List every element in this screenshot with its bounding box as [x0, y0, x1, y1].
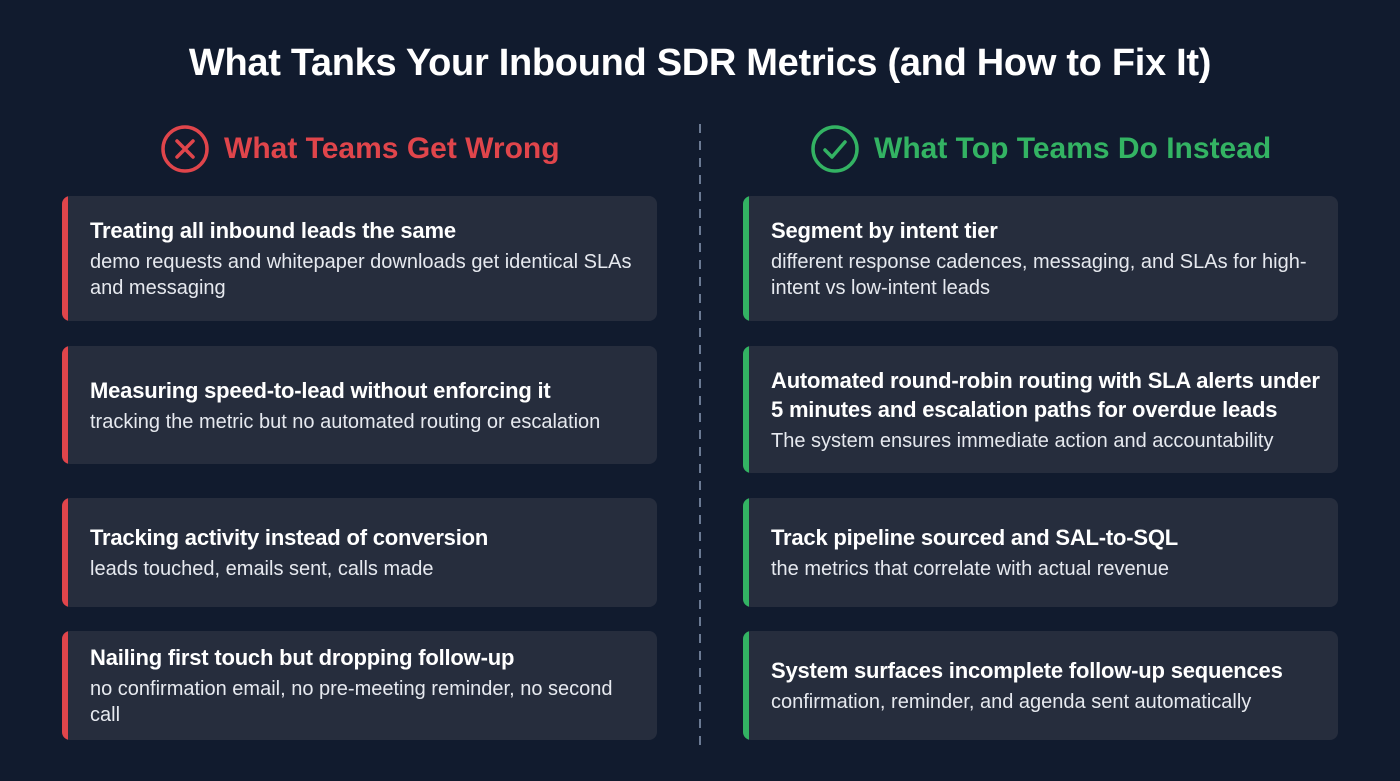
card-detail: leads touched, emails sent, calls made [90, 558, 434, 580]
card-title: Segment by intent tier [771, 218, 998, 243]
mistake-card: Treating all inbound leads the same demo… [62, 196, 657, 321]
column-divider [699, 124, 701, 746]
card-detail: no confirmation email, no pre-meeting re… [90, 678, 613, 726]
card-title: Tracking activity instead of conversion [90, 525, 489, 550]
card-detail: different response cadences, messaging, … [771, 251, 1307, 299]
wrong-column-heading: What Teams Get Wrong [160, 124, 560, 174]
card-title: Nailing first touch but dropping follow-… [90, 645, 515, 670]
wrong-heading-label: What Teams Get Wrong [224, 132, 560, 165]
mistake-card: Nailing first touch but dropping follow-… [62, 631, 657, 740]
card-title: Treating all inbound leads the same [90, 218, 456, 243]
check-circle-icon [811, 125, 859, 173]
card-detail: the metrics that correlate with actual r… [771, 558, 1169, 580]
fix-card: Track pipeline sourced and SAL-to-SQL th… [743, 498, 1338, 607]
card-detail: The system ensures immediate action and … [771, 429, 1274, 452]
card-title: Measuring speed-to-lead without enforcin… [90, 377, 551, 403]
card-title: Track pipeline sourced and SAL-to-SQL [771, 525, 1179, 550]
fix-card: Segment by intent tier different respons… [743, 196, 1338, 321]
card-detail: tracking the metric but no automated rou… [90, 410, 601, 433]
x-circle-icon [161, 125, 209, 173]
fix-card: System surfaces incomplete follow-up seq… [743, 631, 1338, 740]
card-title: Automated round-robin routing with SLA a… [771, 367, 1320, 422]
card-detail: demo requests and whitepaper downloads g… [90, 251, 632, 299]
card-title: System surfaces incomplete follow-up seq… [771, 658, 1283, 683]
mistake-card: Measuring speed-to-lead without enforcin… [62, 346, 657, 464]
card-detail: confirmation, reminder, and agenda sent … [771, 691, 1252, 713]
fix-card: Automated round-robin routing with SLA a… [743, 346, 1338, 473]
right-column-heading: What Top Teams Do Instead [810, 124, 1271, 174]
page-title: What Tanks Your Inbound SDR Metrics (and… [188, 42, 1212, 84]
mistake-card: Tracking activity instead of conversion … [62, 498, 657, 607]
right-heading-label: What Top Teams Do Instead [874, 132, 1272, 165]
